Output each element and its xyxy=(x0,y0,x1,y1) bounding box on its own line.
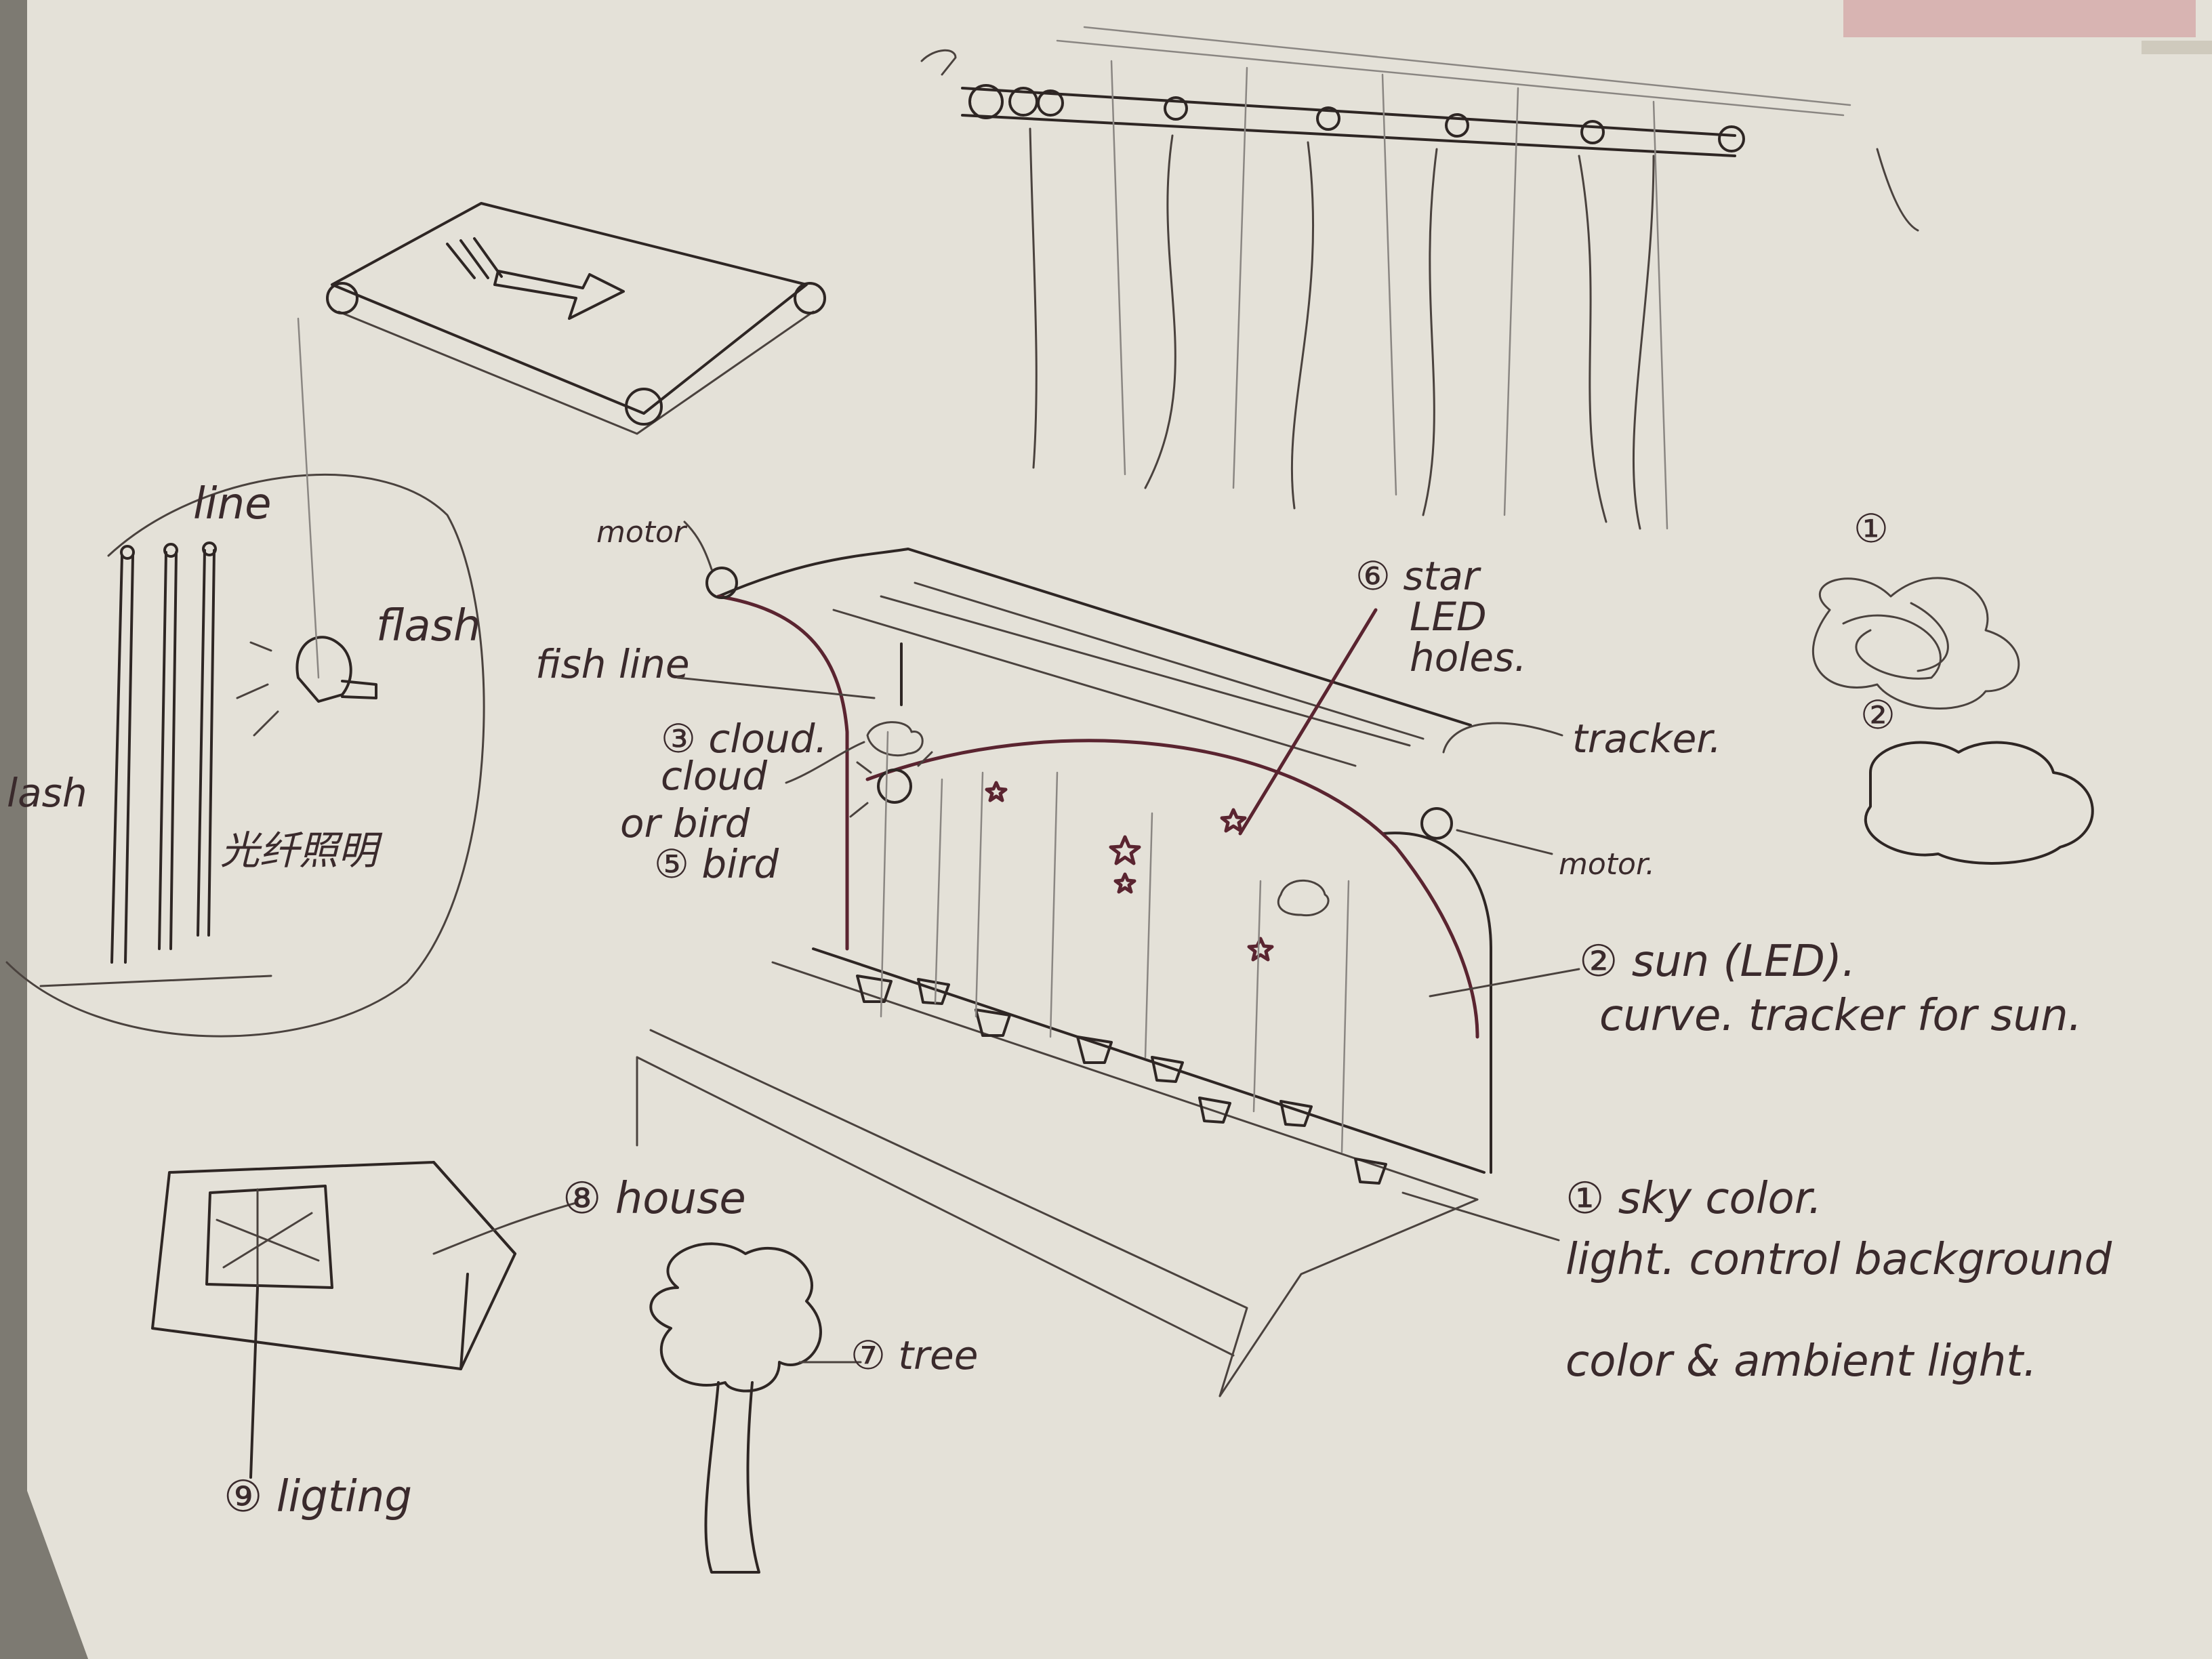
page-edge-top-right xyxy=(2142,41,2212,54)
label-fish-line: fish line xyxy=(535,641,690,687)
label-lighting: ⑨ ligting xyxy=(224,1472,412,1522)
label-house: ⑧ house xyxy=(562,1174,746,1224)
label-sun-2: curve. tracker for sun. xyxy=(1599,991,2082,1041)
label-motor-top: motor xyxy=(596,515,688,550)
label-tree: ⑦ tree xyxy=(851,1332,978,1378)
label-sky-3: color & ambient light. xyxy=(1565,1336,2037,1387)
label-fiber-lighting: 光纤照明 xyxy=(220,827,383,874)
pink-object-top-right xyxy=(1843,0,2196,37)
label-sky-2: light. control background xyxy=(1565,1235,2112,1285)
label-tracker: tracker. xyxy=(1572,716,1721,762)
label-sun-1: ② sun (LED). xyxy=(1579,937,1856,987)
label-flash-right: flash xyxy=(376,601,480,651)
label-flash-left: lash xyxy=(7,770,87,816)
label-cloud-2: cloud xyxy=(661,753,768,799)
label-cloud-style-1: ① xyxy=(1853,506,1889,552)
label-star-2: LED xyxy=(1410,594,1487,640)
label-cloud-style-2: ② xyxy=(1860,692,1896,738)
label-sky-1: ① sky color. xyxy=(1565,1174,1822,1224)
label-star-1: ⑥ star xyxy=(1355,553,1481,599)
label-or-bird: or bird xyxy=(620,800,751,846)
label-motor-right: motor. xyxy=(1559,847,1655,882)
label-star-3: holes. xyxy=(1410,634,1527,680)
label-line: line xyxy=(193,479,272,529)
label-bird: ⑤ bird xyxy=(654,841,779,887)
